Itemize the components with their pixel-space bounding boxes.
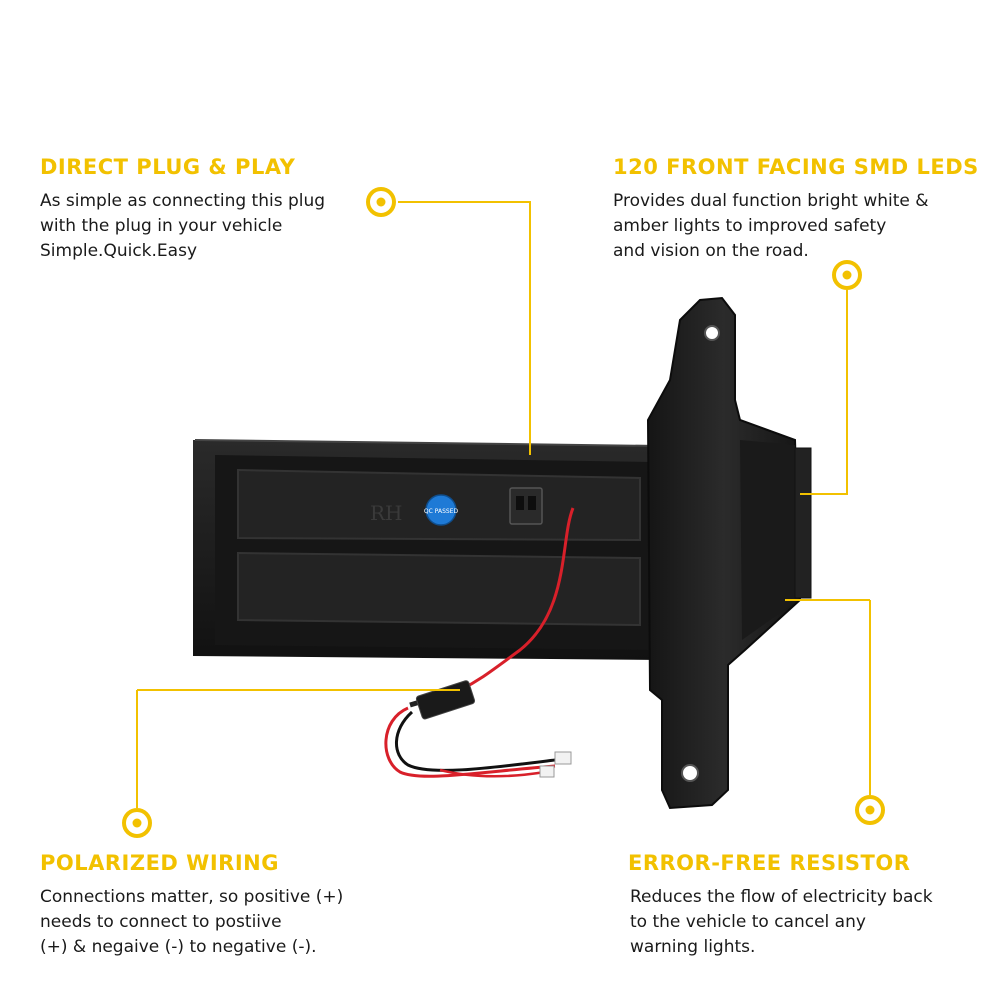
callout-marker-icon [122,808,152,838]
feature-title-error-free-resistor: ERROR-FREE RESISTOR [628,851,911,875]
feature-line: Connections matter, so positive (+) [40,887,344,907]
callout-marker-icon [855,795,885,825]
qc-sticker: QC PASSED [424,494,459,526]
callout-lines [136,201,871,808]
feature-desc-error-free-resistor: Reduces the flow of electricity back to … [630,885,933,960]
feature-desc-plug-and-play: As simple as connecting this plug with t… [40,189,325,264]
pin-connectors [539,751,572,778]
feature-line: needs to connect to postiive [40,912,282,932]
inline-connector [415,680,476,720]
feature-title-plug-and-play: DIRECT PLUG & PLAY [40,155,296,179]
led-housing [193,439,662,660]
feature-line: and vision on the road. [613,241,809,261]
feature-line: As simple as connecting this plug [40,191,326,211]
mount-hole-bottom-icon [681,764,699,782]
mount-hole-top-icon [704,325,720,341]
mounting-bracket [646,296,812,810]
feature-line: (+) & negaive (-) to negative (-). [40,937,317,957]
qc-sticker-text: QC PASSED [424,508,459,515]
feature-line: Reduces the flow of electricity back [630,887,933,907]
feature-title-polarized-wiring: POLARIZED WIRING [40,851,279,875]
feature-line: with the plug in your vehicle [40,216,283,236]
embossed-side-marking: RH [370,501,403,525]
feature-desc-polarized-wiring: Connections matter, so positive (+) need… [40,885,343,960]
feature-line: to the vehicle to cancel any [630,912,866,932]
feature-line: amber lights to improved safety [613,216,887,236]
housing-connector [509,487,543,525]
callout-marker-icon [366,187,396,217]
feature-line: warning lights. [630,937,756,957]
feature-line: Simple.Quick.Easy [40,241,198,261]
feature-line: Provides dual function bright white & [613,191,929,211]
feature-title-smd-leds: 120 FRONT FACING SMD LEDS [613,155,979,179]
feature-desc-smd-leds: Provides dual function bright white & am… [613,189,929,264]
callout-marker-icon [832,260,862,290]
